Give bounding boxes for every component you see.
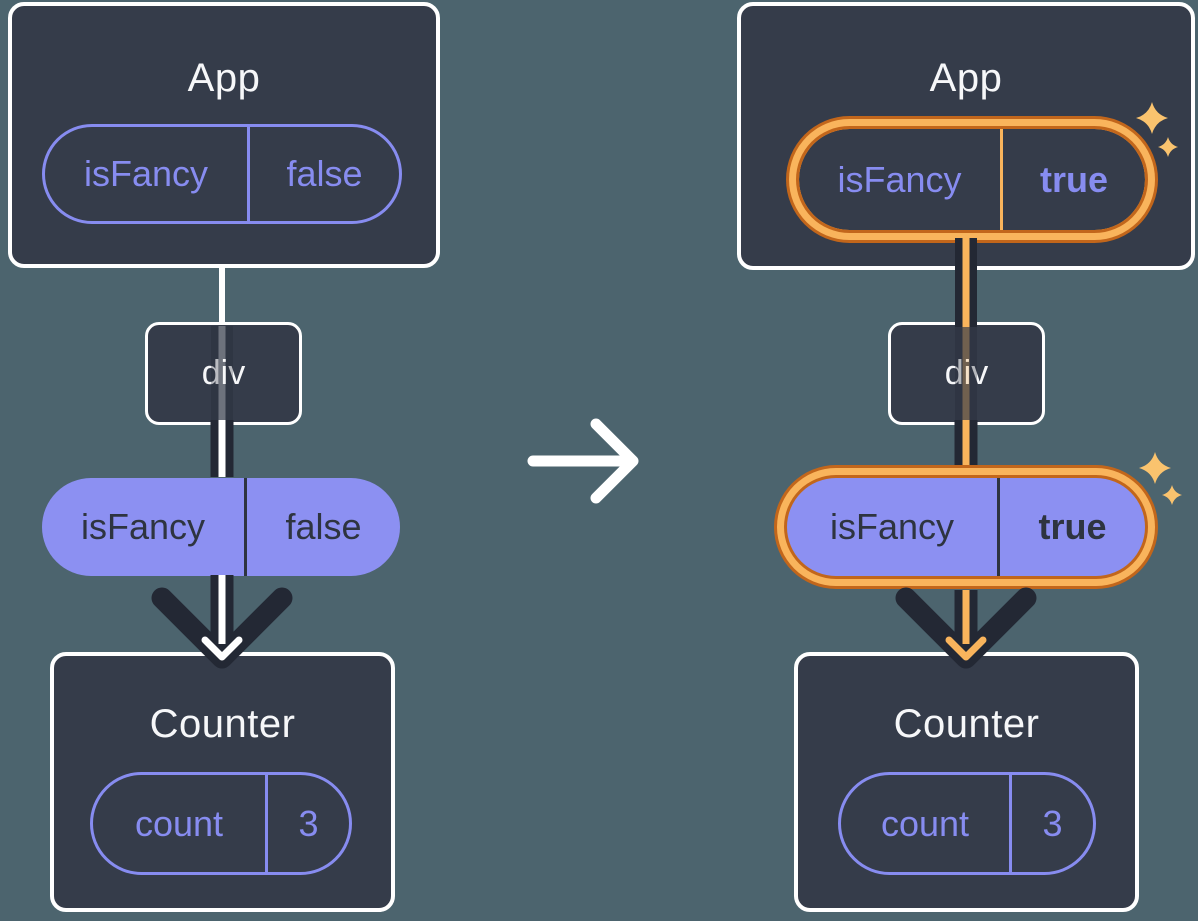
- count-name: count: [93, 775, 268, 872]
- sparkle-icon: [1139, 452, 1171, 484]
- count-pill-after: count 3: [838, 772, 1096, 875]
- state-pill-before: isFancy false: [42, 124, 402, 224]
- count-value: 3: [1042, 802, 1063, 844]
- counter-box-before: Counter count 3: [50, 652, 395, 912]
- arrow-right-icon: [527, 418, 639, 504]
- app-title: App: [929, 56, 1003, 100]
- count-value: 3: [298, 802, 319, 844]
- count-pill-before: count 3: [90, 772, 352, 875]
- app-title: App: [187, 56, 261, 100]
- div-label: div: [201, 354, 246, 392]
- state-value: false: [286, 153, 363, 194]
- prop-arrow-before: [151, 575, 293, 669]
- prop-value: false: [285, 506, 362, 547]
- state-name: isFancy: [45, 127, 250, 221]
- prop-arrow-after: [895, 587, 1037, 669]
- prop-pill-after: isFancy true: [787, 478, 1145, 576]
- state-value: true: [1039, 158, 1108, 200]
- prop-name: isFancy: [42, 478, 247, 576]
- arrow-down-chevron-icon: [895, 587, 1037, 669]
- prop-pill-before: isFancy false: [42, 478, 400, 576]
- div-box-before: div: [145, 322, 302, 425]
- div-box-after: div: [888, 322, 1045, 425]
- count-name: count: [841, 775, 1012, 872]
- div-label: div: [944, 354, 989, 392]
- sparkle-icon: [1162, 485, 1182, 505]
- arrow-down-chevron-icon: [151, 587, 293, 669]
- counter-box-after: Counter count 3: [794, 652, 1139, 912]
- counter-title: Counter: [893, 702, 1040, 746]
- app-box-after: App isFancy true: [737, 2, 1195, 270]
- app-box-before: App isFancy false: [8, 2, 440, 268]
- state-name: isFancy: [799, 129, 1003, 230]
- state-pill-after: isFancy true: [799, 129, 1145, 230]
- prop-value: true: [1038, 506, 1107, 547]
- prop-name: isFancy: [787, 478, 1000, 576]
- counter-title: Counter: [149, 702, 296, 746]
